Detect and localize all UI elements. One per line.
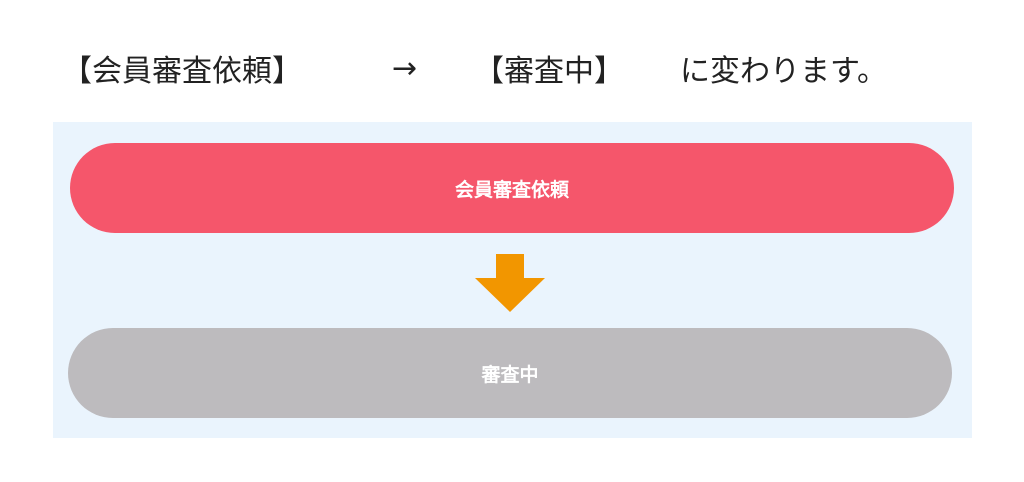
status-flow-panel: 会員審査依頼 審査中 [53, 122, 972, 438]
heading-from: 【会員審査依頼】 [62, 54, 302, 89]
status-before-label: 会員審査依頼 [454, 178, 569, 201]
status-after-label: 審査中 [481, 363, 539, 386]
status-before-button[interactable]: 会員審査依頼 [70, 143, 954, 233]
down-arrow-icon [475, 254, 545, 312]
heading-arrow: → [392, 50, 418, 86]
heading-to: 【審査中】 [474, 54, 624, 89]
status-after-button[interactable]: 審査中 [68, 328, 952, 418]
heading-suffix: に変わります。 [680, 54, 887, 89]
